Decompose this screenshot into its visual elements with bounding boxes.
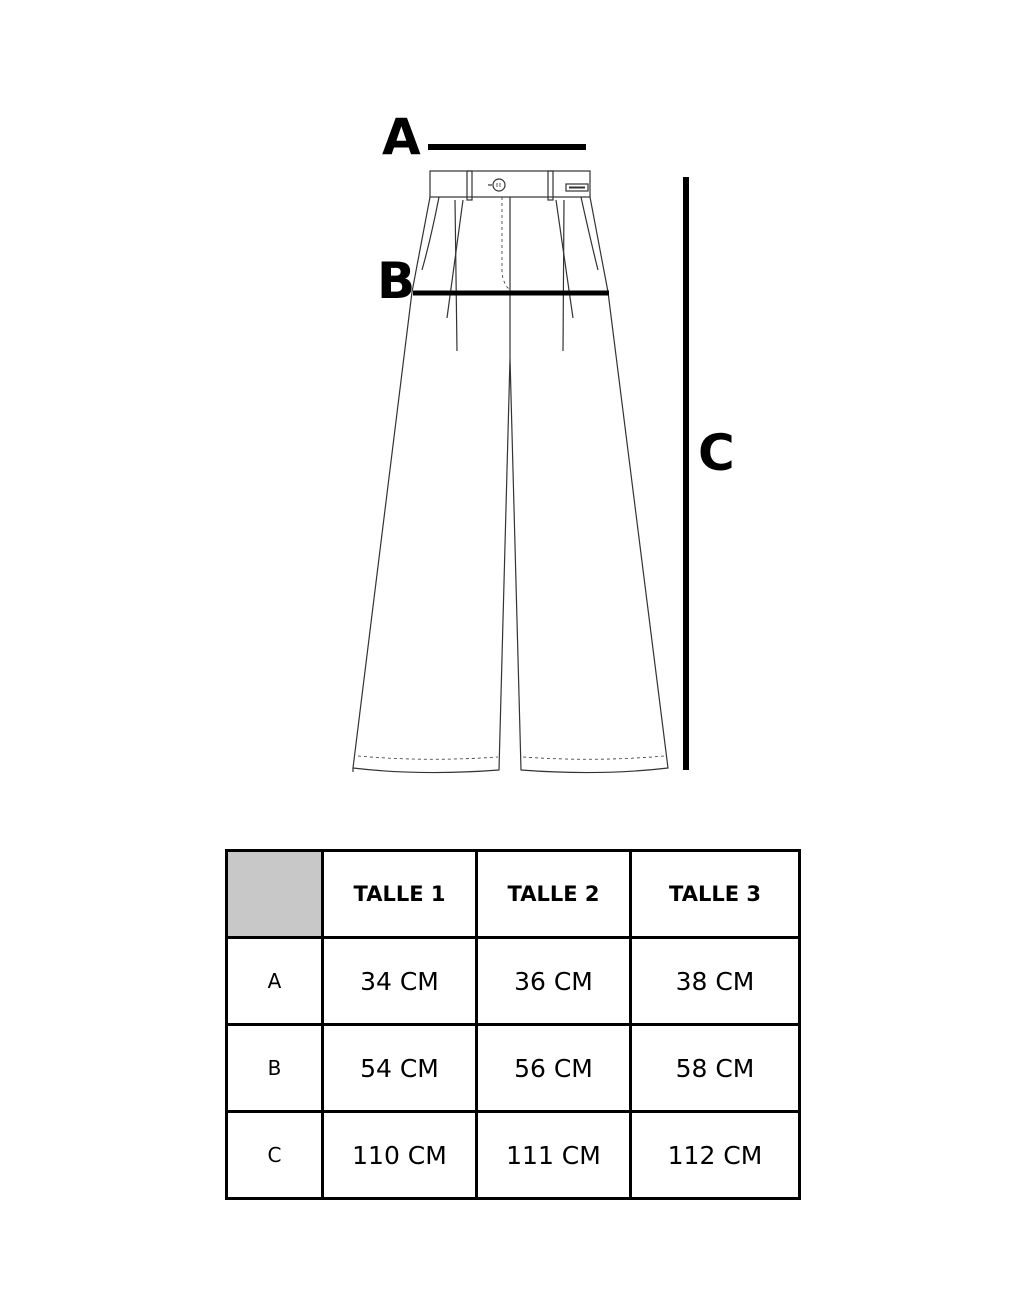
table-cell: 112 CM [629,1110,801,1200]
size-table: TALLE 1 TALLE 2 TALLE 3 A 34 CM 36 CM 38… [225,849,801,1200]
pants-measurement-diagram: A [352,108,735,774]
fly-stitch [501,197,511,291]
table-cell: 111 CM [475,1110,632,1200]
row-label: B [225,1023,324,1113]
belt-loop-right [547,170,554,201]
pleat-right-1 [562,199,565,352]
measure-label-c: C [698,424,735,482]
pocket-right [580,196,599,271]
hem-stitch-right [522,755,665,760]
belt-loop-left [466,170,473,201]
pleat-right-2 [555,199,574,319]
table-row: A 34 CM 36 CM 38 CM [225,936,801,1026]
table-row: B 54 CM 56 CM 58 CM [225,1023,801,1113]
table-cell: 34 CM [321,936,478,1026]
button-icon [488,178,506,192]
table-cell: 58 CM [629,1023,801,1113]
table-cell: 38 CM [629,936,801,1026]
row-label: A [225,936,324,1026]
column-header: TALLE 1 [321,849,478,939]
column-header: TALLE 3 [629,849,801,939]
row-label: C [225,1110,324,1200]
table-cell: 56 CM [475,1023,632,1113]
brand-label-icon [565,183,589,192]
pants-sketch [352,170,669,774]
table-cell: 110 CM [321,1110,478,1200]
pleat-left-2 [446,199,464,319]
table-cell: 54 CM [321,1023,478,1113]
table-row: C 110 CM 111 CM 112 CM [225,1110,801,1200]
measure-label-b: B [377,252,415,310]
column-header: TALLE 2 [475,849,632,939]
table-corner-cell [225,849,324,939]
measure-label-a: A [382,108,421,166]
table-cell: 36 CM [475,936,632,1026]
pocket-left [421,196,440,271]
hem-stitch-left [357,755,499,760]
table-header-row: TALLE 1 TALLE 2 TALLE 3 [225,849,801,939]
pleat-left-1 [454,199,458,352]
